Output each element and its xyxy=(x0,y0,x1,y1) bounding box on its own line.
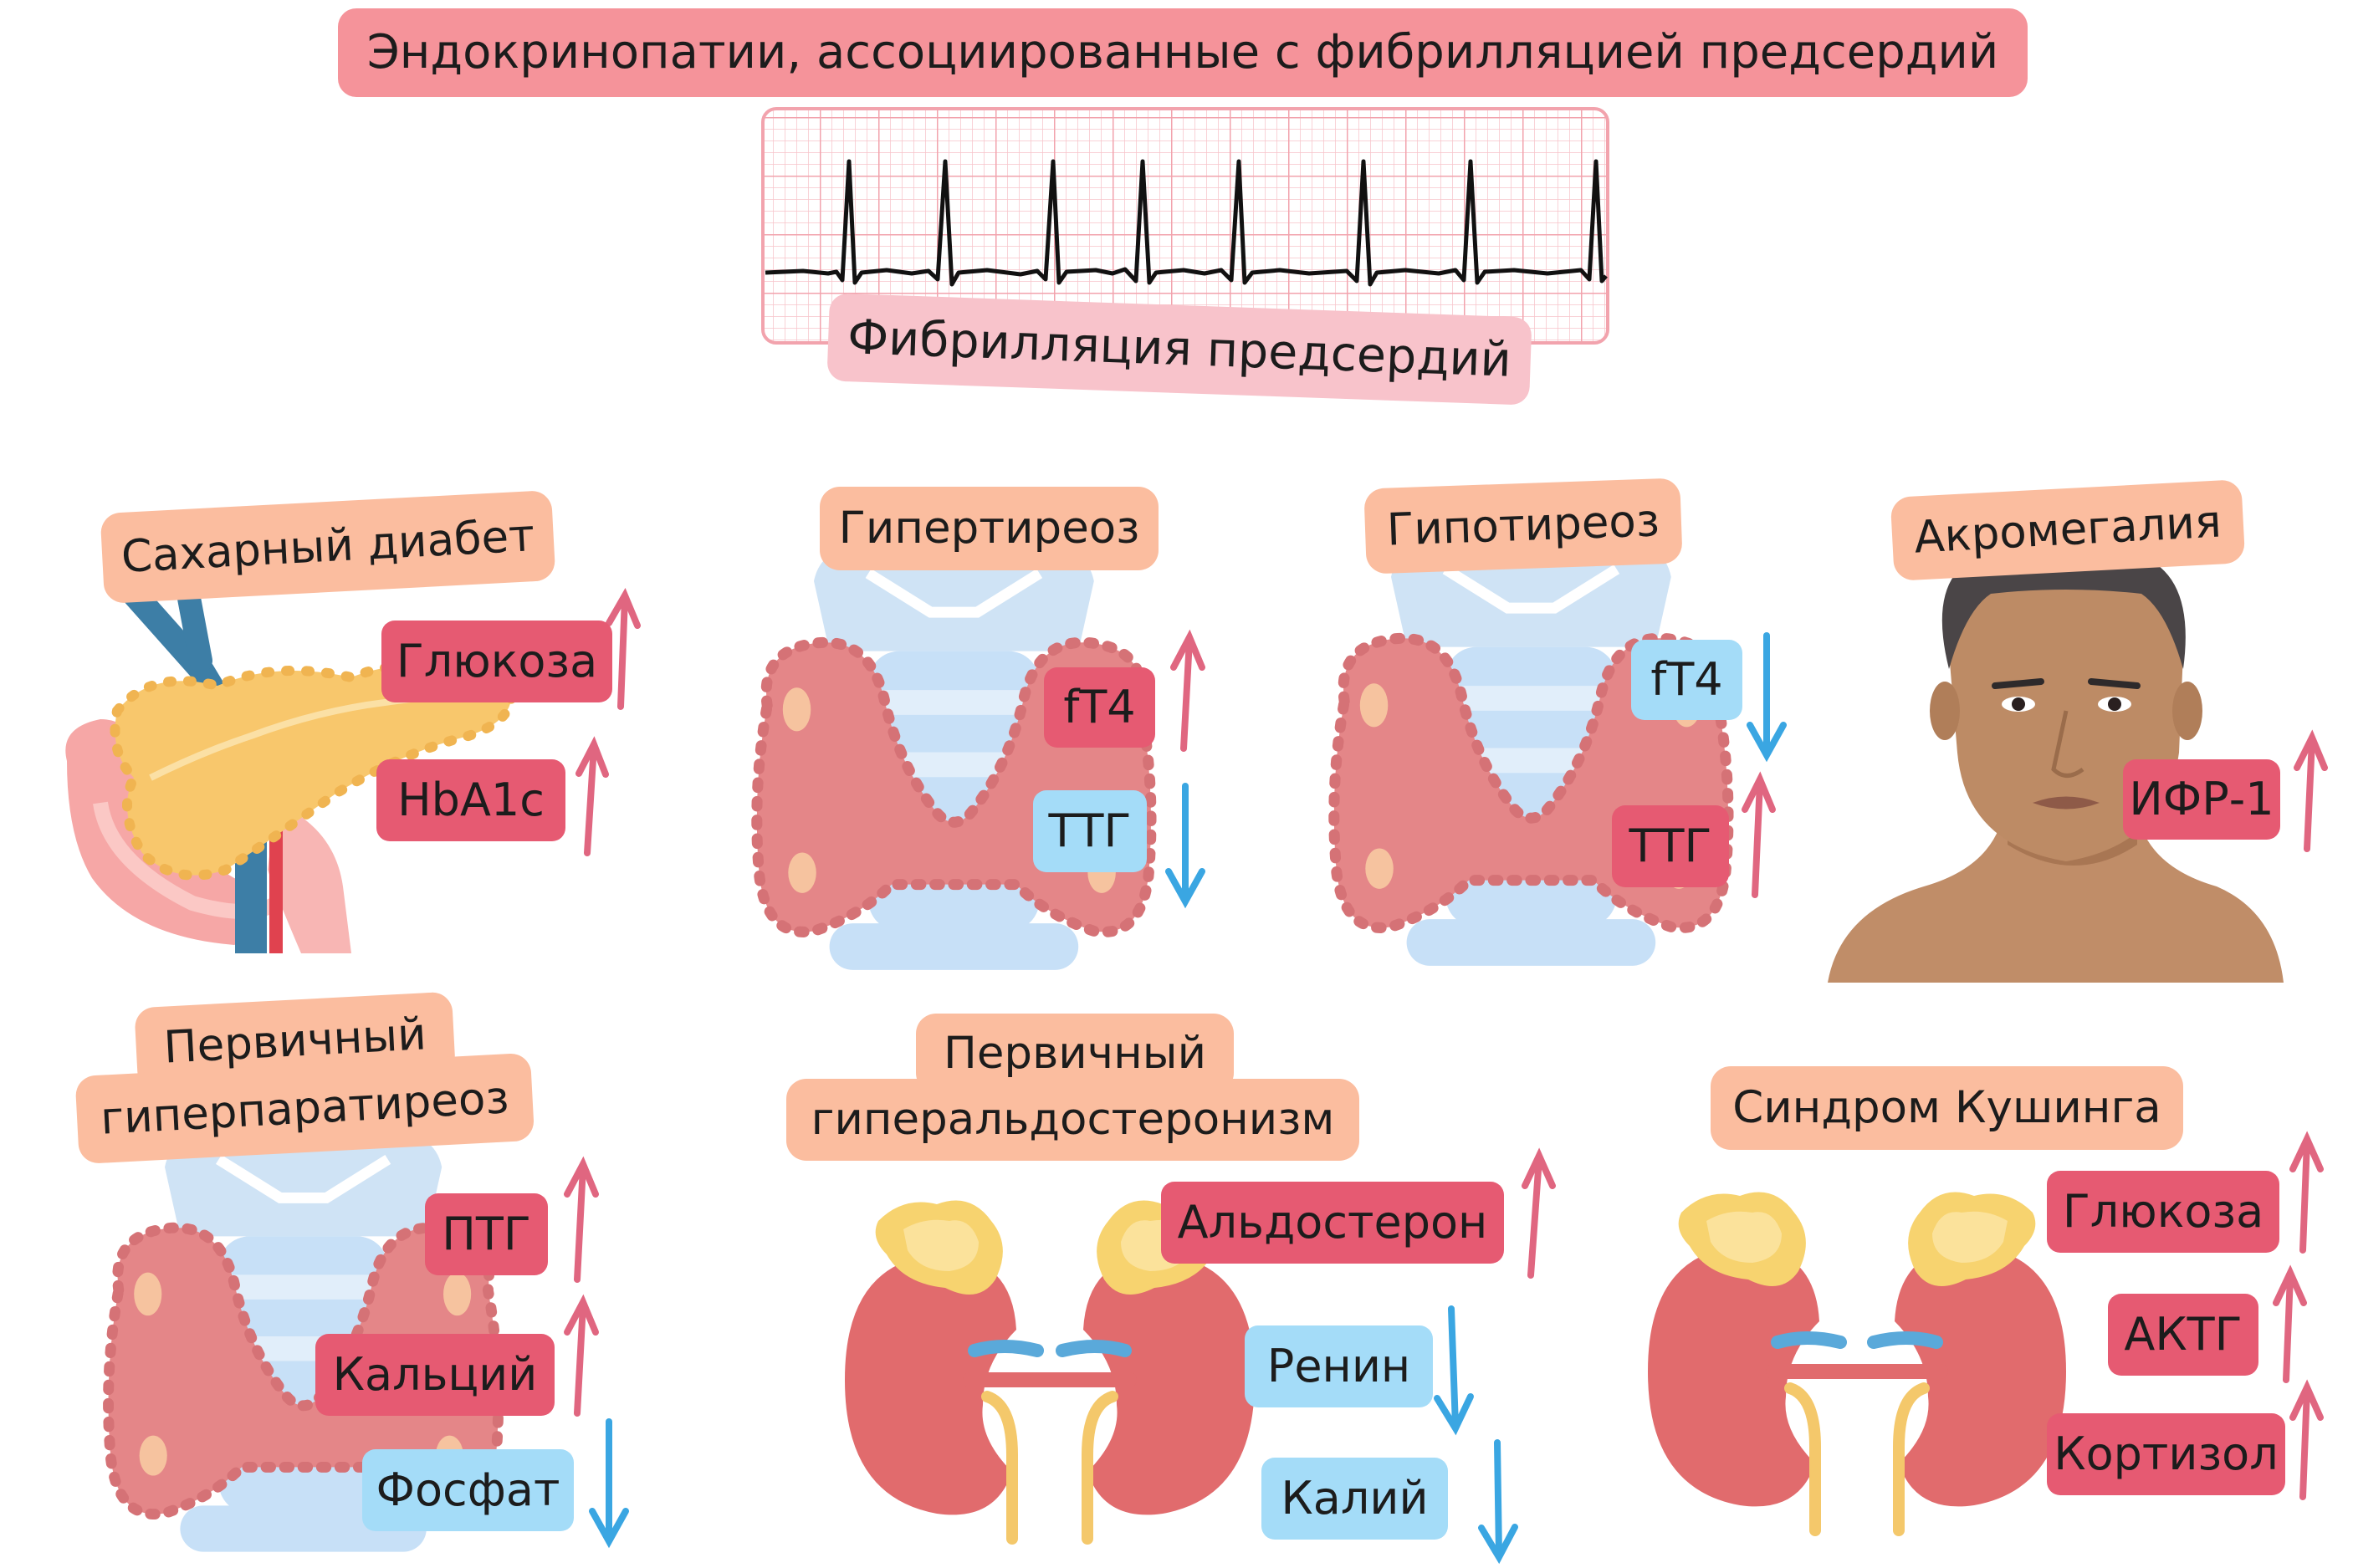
arrow-up-icon xyxy=(2294,729,2328,852)
arrow-up-icon xyxy=(1522,1147,1556,1279)
marker-badge-ft4: fT4 xyxy=(1631,640,1742,720)
marker-badge-calcium: Кальций xyxy=(315,1334,555,1416)
thyroid-illustration-hypo xyxy=(1334,542,1728,966)
marker-badge-ft4: fT4 xyxy=(1044,667,1155,748)
thyroid-illustration-hyper xyxy=(757,546,1151,970)
arrow-down-icon xyxy=(1747,632,1787,763)
arrow-up-icon xyxy=(2273,1264,2307,1383)
disease-label-hyperthyroidism: Гипертиреоз xyxy=(820,487,1159,570)
arrow-up-icon xyxy=(2289,1379,2324,1500)
marker-badge-tsh: ТТГ xyxy=(1612,805,1729,887)
arrow-up-icon xyxy=(2289,1131,2324,1254)
arrow-down-icon xyxy=(589,1418,629,1549)
marker-badge-phosphate: Фосфат xyxy=(362,1449,574,1531)
arrow-down-icon xyxy=(1165,783,1205,909)
arrow-up-icon xyxy=(564,1156,599,1283)
arrow-down-icon xyxy=(1478,1439,1518,1565)
arrow-down-icon xyxy=(1434,1305,1474,1436)
disease-label-cushing: Синдром Кушинга xyxy=(1711,1066,2183,1150)
arrows-layer xyxy=(564,587,2328,1565)
marker-badge-pth: ПТГ xyxy=(425,1193,548,1275)
disease-label-line2: гиперальдостеронизм xyxy=(786,1079,1359,1161)
marker-badge-hba1c: HbA1c xyxy=(376,759,565,841)
marker-badge-renin: Ренин xyxy=(1245,1325,1433,1407)
marker-badge-aldosterone: Альдостерон xyxy=(1161,1182,1504,1264)
ecg-trace xyxy=(765,159,1608,287)
kidneys-adrenals-illustration-cushing xyxy=(1648,1193,2066,1531)
marker-badge-tsh: ТТГ xyxy=(1033,790,1147,872)
marker-badge-glucose: Глюкоза xyxy=(381,621,612,702)
page-title: Эндокринопатии, ассоциированные с фибрил… xyxy=(338,8,2028,97)
marker-badge-glucose: Глюкоза xyxy=(2047,1171,2279,1253)
arrow-up-icon xyxy=(1742,771,1776,898)
marker-badge-cortisol: Кортизол xyxy=(2047,1413,2285,1495)
marker-badge-acth: АКТГ xyxy=(2108,1294,2258,1376)
arrow-up-icon xyxy=(606,587,641,710)
marker-badge-igf1: ИФР-1 xyxy=(2123,759,2280,840)
disease-label-hyperparathyroidism: Первичный гиперпаратиреоз xyxy=(71,988,535,1170)
arrow-up-icon xyxy=(564,1294,599,1417)
marker-badge-potassium: Калий xyxy=(1261,1458,1448,1540)
pancreas-illustration xyxy=(65,581,517,953)
disease-label-hyperaldosteronism: Первичный гиперальдостеронизм xyxy=(786,1014,1359,1161)
man-portrait-illustration xyxy=(1828,544,2284,983)
arrow-up-icon xyxy=(1170,629,1205,752)
arrow-up-icon xyxy=(575,736,609,856)
disease-label-hypothyroidism: Гипотиреоз xyxy=(1363,478,1683,575)
